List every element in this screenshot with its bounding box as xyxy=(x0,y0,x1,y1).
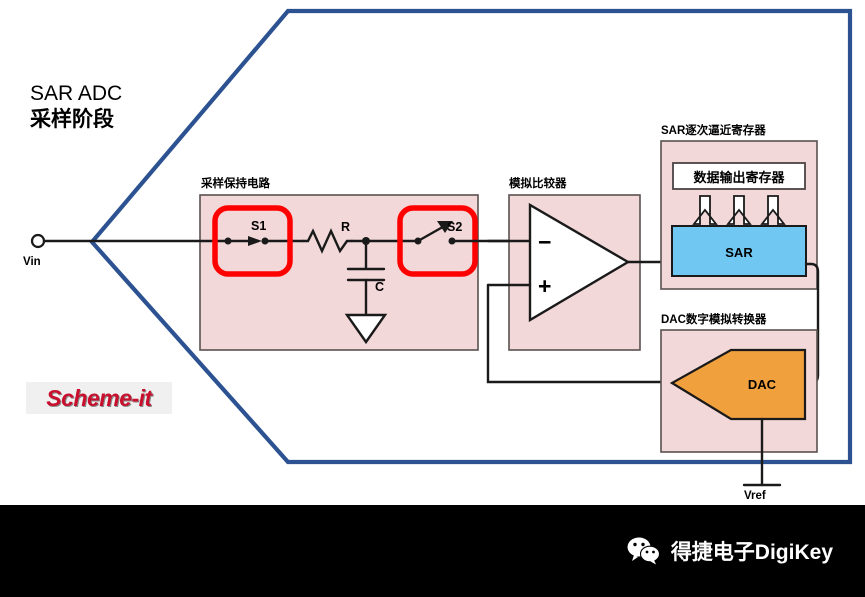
capacitor-label: C xyxy=(375,280,384,294)
data-output-register-box xyxy=(672,162,806,190)
footer-bar: 得捷电子DigiKey xyxy=(0,505,865,597)
scheme-it-logo: Scheme-it xyxy=(26,382,172,414)
sar-up-arrow-1 xyxy=(692,195,718,225)
ground-symbol xyxy=(344,313,388,345)
blue-boundary-chevron xyxy=(89,8,853,465)
sample-hold-block-label: 采样保持电路 xyxy=(200,176,270,190)
vin-label: Vin xyxy=(23,256,41,268)
page-title-line1: SAR ADC xyxy=(30,82,122,105)
vref-label: Vref xyxy=(744,490,766,502)
dac-block-label: DAC数字模拟转换器 xyxy=(661,312,767,326)
comparator-triangle xyxy=(528,202,631,323)
scheme-it-logo-text: Scheme-it xyxy=(46,384,152,411)
dac-to-comparator-feedback-wire xyxy=(486,283,674,384)
sar-up-arrow-2 xyxy=(726,195,752,225)
sar-core-box xyxy=(671,225,807,277)
s2-arrowhead xyxy=(437,221,453,233)
footer-brand: 得捷电子DigiKey xyxy=(627,536,833,566)
footer-brand-text: 得捷电子DigiKey xyxy=(670,541,833,564)
resistor-symbol xyxy=(301,228,354,254)
sar-up-arrow-3 xyxy=(760,195,786,225)
s2-label: S2 xyxy=(447,220,462,234)
comparator-minus-sign: − xyxy=(538,229,551,255)
comparator-block-label: 模拟比较器 xyxy=(509,176,567,190)
wechat-icon xyxy=(627,537,660,565)
dac-shape xyxy=(669,348,807,421)
comparator-plus-sign: + xyxy=(538,273,551,299)
data-output-register-label: 数据输出寄存器 xyxy=(693,170,785,185)
s1-label: S1 xyxy=(251,219,266,233)
resistor-label: R xyxy=(341,220,350,234)
s1-highlight-box xyxy=(212,205,293,277)
dac-core-label: DAC xyxy=(748,377,777,392)
sar-block-label: SAR逐次逼近寄存器 xyxy=(661,123,766,137)
vin-terminal-circle xyxy=(30,233,46,249)
page-title-line2: 采样阶段 xyxy=(30,107,114,131)
s1-arrowhead xyxy=(248,236,262,246)
sar-core-label: SAR xyxy=(725,245,753,260)
